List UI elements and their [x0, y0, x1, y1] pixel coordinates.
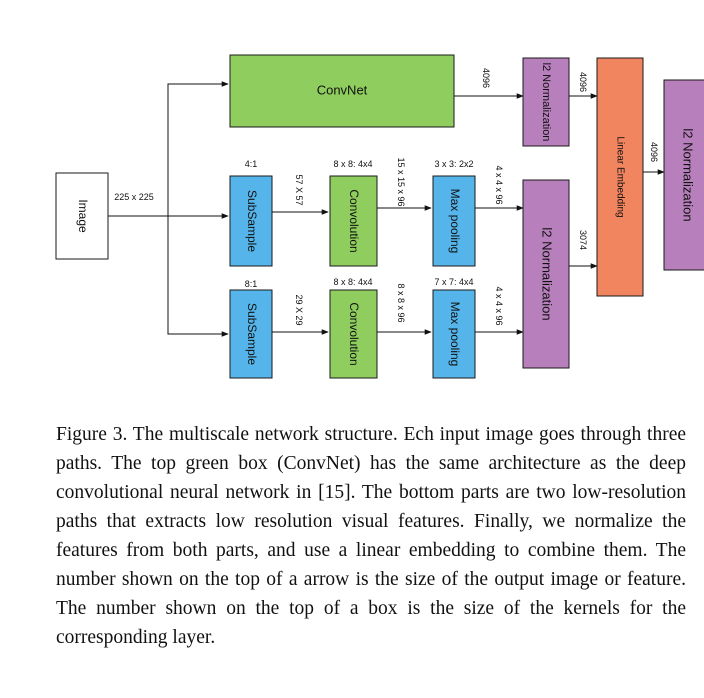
maxpool-bottom-node: Max pooling — [432, 289, 476, 379]
svg-text:l2 Normalization: l2 Normalization — [540, 63, 552, 142]
svg-text:SubSample: SubSample — [245, 190, 259, 252]
connectors — [108, 81, 665, 337]
kernel-label-conv-bottom: 8 x 8: 4x4 — [333, 277, 372, 287]
kernel-label-subsample-bottom: 8:1 — [245, 279, 258, 289]
subsample-top-node: SubSample — [229, 175, 273, 267]
linear-embedding-node: Linear Embedding — [596, 57, 644, 297]
svg-text:Max pooling: Max pooling — [448, 302, 462, 367]
svg-text:Convolution: Convolution — [347, 189, 361, 252]
edge-label-l2-convnet-out: 4096 — [578, 72, 588, 92]
svg-text:Image: Image — [76, 199, 90, 233]
subsample-bottom-node: SubSample — [229, 289, 273, 379]
edge-label-image-out: 225 x 225 — [114, 192, 154, 202]
arrow-to-subsample-bottom — [167, 216, 229, 337]
svg-text:l2 Normalization: l2 Normalization — [681, 128, 696, 221]
conv-bottom-node: Convolution — [329, 289, 378, 379]
edge-label-subsample-top-out: 57 X 57 — [294, 174, 304, 205]
edge-label-maxpool-top-out: 4 x 4 x 96 — [494, 165, 504, 204]
l2-normalization-multiscale-node: l2 Normalization — [522, 179, 570, 369]
kernel-label-maxpool-top: 3 x 3: 2x2 — [434, 159, 473, 169]
maxpool-top-node: Max pooling — [432, 175, 476, 267]
multiscale-network-diagram: Image ConvNet SubSample Convolution Max … — [55, 54, 704, 379]
l2-normalization-convnet-node: l2 Normalization — [522, 57, 570, 147]
svg-text:Linear Embedding: Linear Embedding — [614, 136, 625, 217]
edge-label-subsample-bottom-out: 29 X 29 — [294, 294, 304, 325]
l2-normalization-final-node: l2 Normalization — [663, 79, 704, 271]
svg-text:Max pooling: Max pooling — [448, 189, 462, 254]
kernel-label-subsample-top: 4:1 — [245, 159, 258, 169]
edge-label-maxpool-bottom-out: 4 x 4 x 96 — [494, 286, 504, 325]
edge-label-embedding-out: 4096 — [649, 142, 659, 162]
svg-text:ConvNet: ConvNet — [317, 82, 368, 97]
figure-caption: Figure 3. The multiscale network structu… — [56, 424, 686, 648]
conv-top-node: Convolution — [329, 175, 378, 267]
arrow-to-convnet — [167, 81, 229, 216]
svg-text:SubSample: SubSample — [245, 303, 259, 365]
kernel-label-conv-top: 8 x 8: 4x4 — [333, 159, 372, 169]
edge-label-conv-top-out: 15 x 15 x 96 — [396, 157, 406, 206]
edge-label-convnet-out: 4096 — [481, 68, 491, 88]
svg-text:l2 Normalization: l2 Normalization — [540, 227, 555, 320]
edge-label-l2-multiscale-out: 3074 — [578, 230, 588, 250]
svg-text:Convolution: Convolution — [347, 302, 361, 365]
kernel-label-maxpool-bottom: 7 x 7: 4x4 — [434, 277, 473, 287]
convnet-node: ConvNet — [229, 54, 455, 128]
image-node: Image — [55, 172, 109, 260]
edge-label-conv-bottom-out: 8 x 8 x 96 — [396, 283, 406, 322]
